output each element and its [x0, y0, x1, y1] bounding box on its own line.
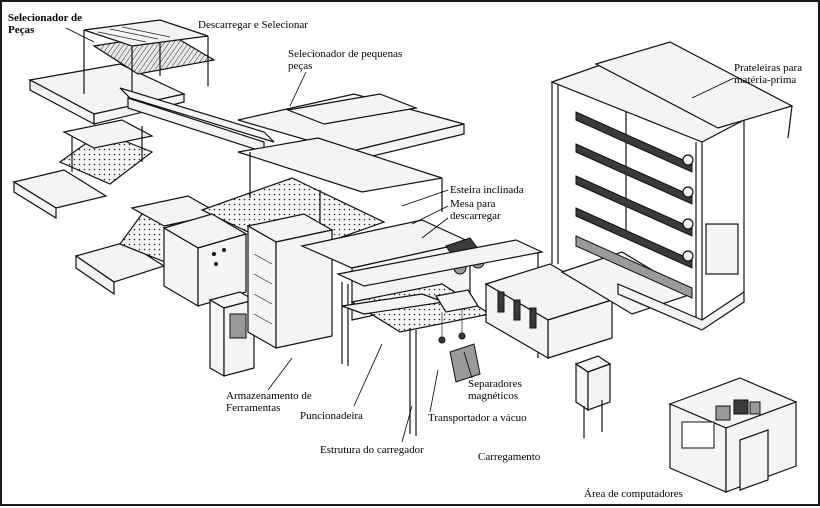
central-conveyors	[119, 87, 465, 255]
label-loading: Carregamento	[478, 451, 541, 463]
tool-storage-cabinet	[162, 213, 256, 378]
label-unloading-table: Mesa para descarregar	[450, 198, 501, 222]
label-punch-press: Puncionadeira	[300, 410, 363, 422]
label-raw-material-racks: Prateleiras para matéria-prima	[734, 62, 803, 86]
label-parts-sorter: Selecionador de Peças	[8, 12, 83, 36]
label-vacuum-conveyor: Transportador a vácuo	[428, 412, 527, 424]
loader-frame	[336, 239, 544, 436]
label-inclined-conveyor: Esteira inclinada	[450, 184, 524, 196]
label-unload-and-sort: Descarregar e Selecionar	[198, 19, 308, 31]
magnetic-separators	[484, 251, 694, 360]
raw-material-racks	[550, 41, 794, 331]
label-computer-area: Área de computadores	[584, 488, 683, 500]
label-magnetic-separators: Separadores magnéticos	[468, 378, 522, 402]
label-loader-frame: Estrutura do carregador	[320, 444, 424, 456]
label-small-parts-sorter: Selecionador de pequenas peças	[288, 48, 403, 72]
label-tool-storage: Armazenamento de Ferramentas	[226, 390, 312, 414]
leader-lines	[65, 27, 735, 443]
computer-room	[668, 377, 798, 493]
control-console	[574, 355, 612, 438]
